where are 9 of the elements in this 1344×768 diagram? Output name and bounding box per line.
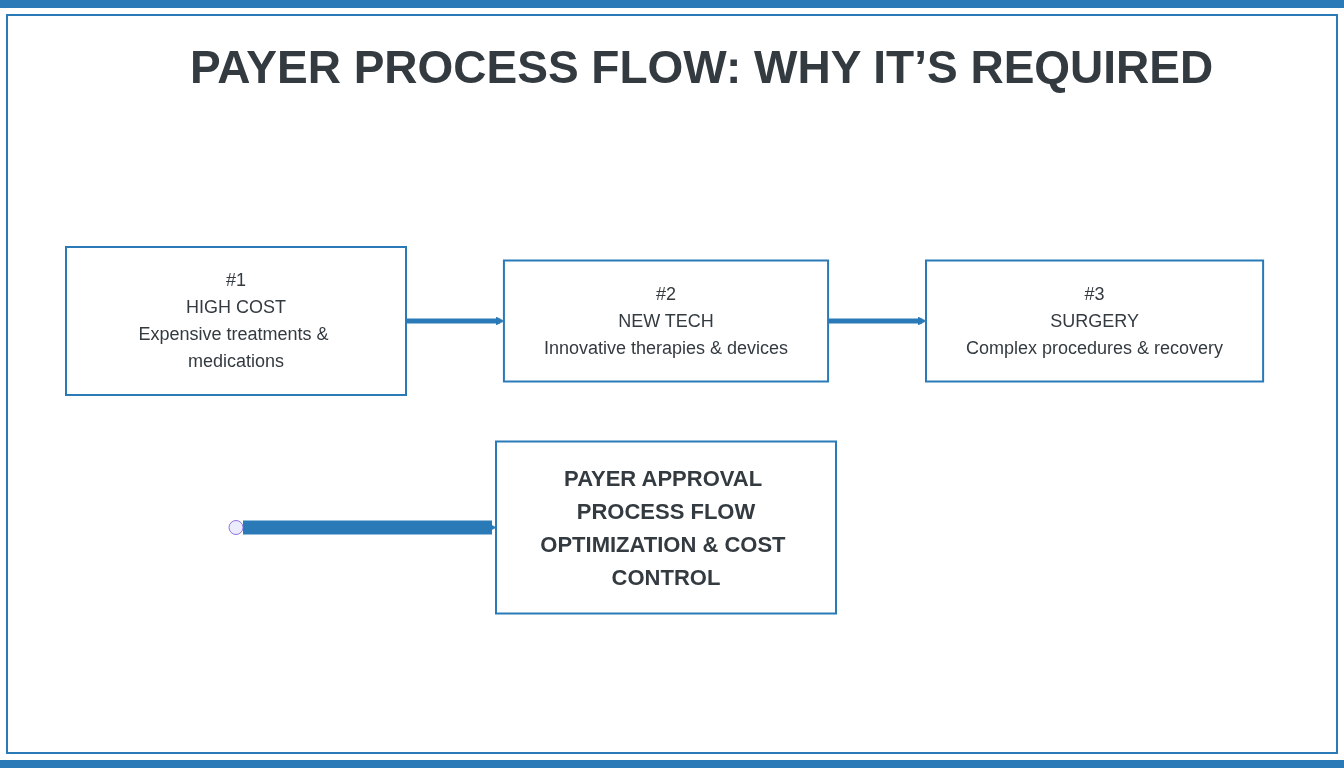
node-box	[925, 259, 1265, 383]
arrow	[828, 316, 927, 326]
title: PAYER PROCESS FLOW: WHY IT’S REQUIRED	[190, 40, 1214, 94]
node-box	[65, 245, 408, 396]
flowchart: #1 HIGH COST Expensive treatments & medications #2 NEW TECH Innovative therapies & devices #3 SURGERY Complex procedures & recovery PAYER APPROVAL PROCESS FLOW OPTIMIZATION & COST CONTROL	[58, 238, 1272, 622]
arrow	[406, 316, 505, 326]
node-box	[503, 259, 830, 383]
arrow	[243, 520, 497, 535]
node-box	[495, 440, 838, 615]
